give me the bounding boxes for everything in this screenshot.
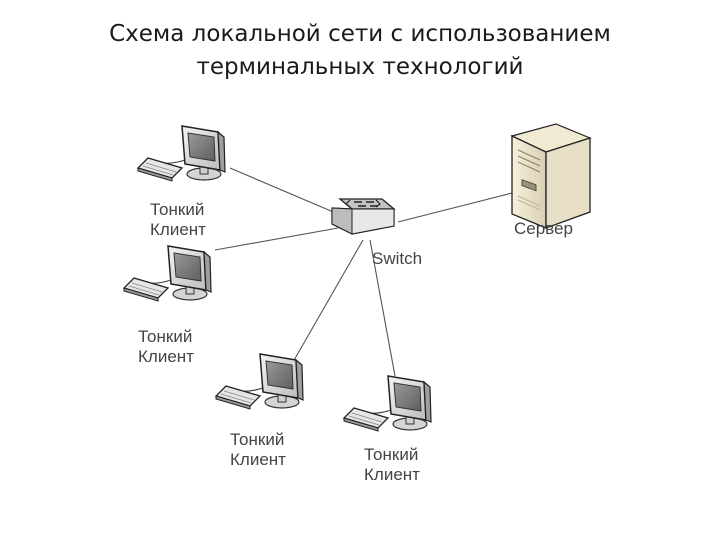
link-client-2 (214, 227, 339, 251)
server-label: Сервер (514, 219, 573, 238)
thin-client-2-icon (123, 245, 212, 302)
thin-client-3-label: Тонкий Клиент (230, 430, 286, 470)
thin-client-2-label-line-1: Тонкий (138, 327, 193, 346)
slide-title: Схема локальной сети с использованием те… (0, 18, 720, 84)
slide-title-line-1: Схема локальной сети с использованием (109, 21, 611, 47)
thin-client-3-icon (215, 353, 304, 410)
thin-client-2-label-line-2: Клиент (138, 347, 194, 366)
link-client-3 (292, 239, 364, 363)
link-server (397, 191, 517, 223)
thin-client-1-icon (137, 125, 226, 182)
switch-label: Switch (372, 249, 423, 268)
thin-client-3-label-line-2: Клиент (230, 450, 286, 469)
thin-client-4-label-line-1: Тонкий (364, 445, 419, 464)
switch-icon (331, 198, 396, 235)
thin-client-4-icon (343, 375, 432, 432)
thin-client-4-label-line-2: Клиент (364, 465, 420, 484)
thin-client-3-label-line-1: Тонкий (230, 430, 285, 449)
network-links (214, 167, 517, 377)
link-client-4 (369, 239, 396, 377)
slide-title-line-2: терминальных технологий (196, 54, 524, 80)
thin-client-1-label-line-2: Клиент (150, 220, 206, 239)
link-client-1 (229, 167, 339, 215)
server-icon (510, 123, 592, 229)
thin-client-1-label-line-1: Тонкий (150, 200, 205, 219)
thin-client-4-label: Тонкий Клиент (364, 445, 420, 485)
thin-client-2-label: Тонкий Клиент (138, 327, 194, 367)
thin-client-1-label: Тонкий Клиент (150, 200, 206, 240)
